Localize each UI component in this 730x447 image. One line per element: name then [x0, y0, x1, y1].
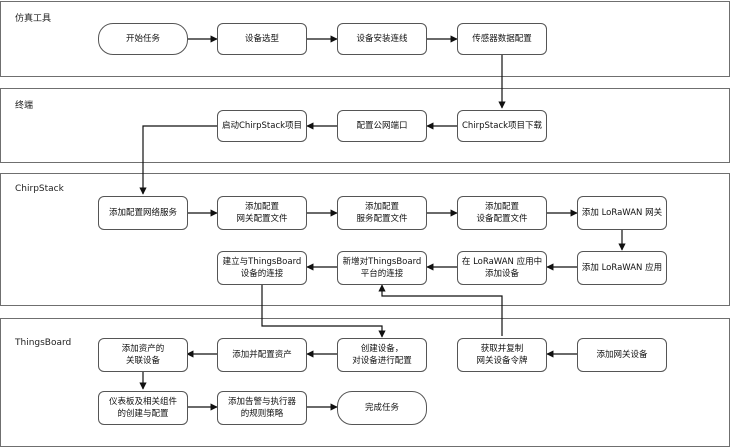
- node-device-install-wiring: 设备安装连线: [337, 23, 427, 55]
- lane-title: ThingsBoard: [15, 338, 72, 348]
- node-establish-thingsboard-link: 建立与ThingsBoard 设备的连接: [217, 251, 307, 285]
- node-chirpstack-launch: 启动ChirpStack项目: [217, 110, 307, 142]
- node-add-device-in-app: 在 LoRaWAN 应用中 添加设备: [457, 251, 547, 285]
- arrow-launch-to-network-server: [139, 125, 217, 195]
- node-alarm-rule-policy: 添加告警与执行器 的规则策略: [217, 391, 307, 425]
- node-public-port-config: 配置公网端口: [337, 110, 427, 142]
- node-add-lorawan-gateway: 添加 LoRaWAN 网关: [577, 196, 667, 230]
- node-start-task: 开始任务: [98, 23, 188, 55]
- node-asset-related-devices: 添加资产的 关联设备: [98, 338, 188, 372]
- arrow-token-to-new-connection: [378, 284, 503, 336]
- node-sensor-data-config: 传感器数据配置: [457, 23, 547, 55]
- node-service-profile: 添加配置 服务配置文件: [337, 196, 427, 230]
- node-device-selection: 设备选型: [217, 23, 307, 55]
- node-add-network-server: 添加配置网络服务: [98, 196, 188, 230]
- node-gateway-profile: 添加配置 网关配置文件: [217, 196, 307, 230]
- node-copy-gateway-token: 获取并复制 网关设备令牌: [457, 338, 547, 372]
- lane-title: 仿真工具: [15, 14, 52, 24]
- lane-title: 终端: [15, 101, 34, 111]
- node-create-configure-device: 创建设备， 对设备进行配置: [337, 338, 427, 372]
- lane-title: ChirpStack: [15, 184, 64, 194]
- node-dashboard-config: 仪表板及相关组件 的创建与配置: [98, 391, 188, 425]
- node-add-lorawan-app: 添加 LoRaWAN 应用: [577, 251, 667, 285]
- arrow-establish-to-create-device: [261, 284, 386, 338]
- node-add-gateway-device: 添加网关设备: [577, 338, 667, 372]
- node-new-thingsboard-connection: 新增对ThingsBoard 平台的连接: [337, 251, 427, 285]
- node-chirpstack-download: ChirpStack项目下载: [457, 110, 547, 142]
- node-device-profile: 添加配置 设备配置文件: [457, 196, 547, 230]
- node-add-configure-asset: 添加并配置资产: [217, 338, 307, 372]
- node-finish-task: 完成任务: [337, 391, 427, 425]
